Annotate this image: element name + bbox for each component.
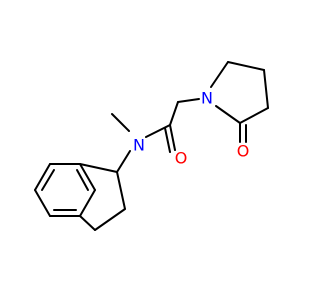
bond-pyrrolidinone-1 bbox=[210, 61, 229, 88]
bond-pyrrolidinone-4 bbox=[239, 107, 269, 124]
bond-pyrrolidinone-2 bbox=[227, 61, 265, 71]
bond-carbonyl-ch2 bbox=[169, 101, 179, 126]
atom-label-o-lactam: O bbox=[237, 142, 250, 161]
atom-label-n-ring: N bbox=[201, 89, 213, 108]
bond-pyrrolidinone-5 bbox=[215, 105, 241, 124]
chemical-structure-diagram: N N O O bbox=[34, 61, 269, 231]
bonds bbox=[34, 61, 269, 231]
bond-indane-1 bbox=[79, 163, 118, 173]
bond-benzene-double-1 bbox=[41, 169, 55, 191]
bond-benzene-6 bbox=[34, 189, 51, 217]
bond-benzene-4 bbox=[79, 189, 96, 217]
bond-indane-3 bbox=[94, 208, 126, 231]
bond-indane-2 bbox=[116, 171, 126, 210]
atom-labels: N N O O bbox=[133, 89, 249, 168]
bond-carbonyl-o-1 bbox=[169, 124, 176, 151]
bond-benzene-3 bbox=[79, 163, 96, 191]
bond-n-methyl bbox=[111, 113, 130, 132]
bond-benzene-1 bbox=[34, 163, 51, 191]
bond-n-carbonyl bbox=[145, 124, 171, 138]
bond-benzene-double-2 bbox=[76, 169, 89, 191]
atom-label-n-amide: N bbox=[133, 136, 145, 155]
bond-ch2-nring bbox=[177, 98, 200, 103]
bond-c1-n bbox=[116, 150, 131, 173]
bond-pyrrolidinone-3 bbox=[263, 69, 269, 109]
bond-carbonyl-o-2 bbox=[164, 127, 171, 153]
bond-indane-4 bbox=[79, 215, 96, 231]
atom-label-o-amide: O bbox=[175, 149, 188, 168]
